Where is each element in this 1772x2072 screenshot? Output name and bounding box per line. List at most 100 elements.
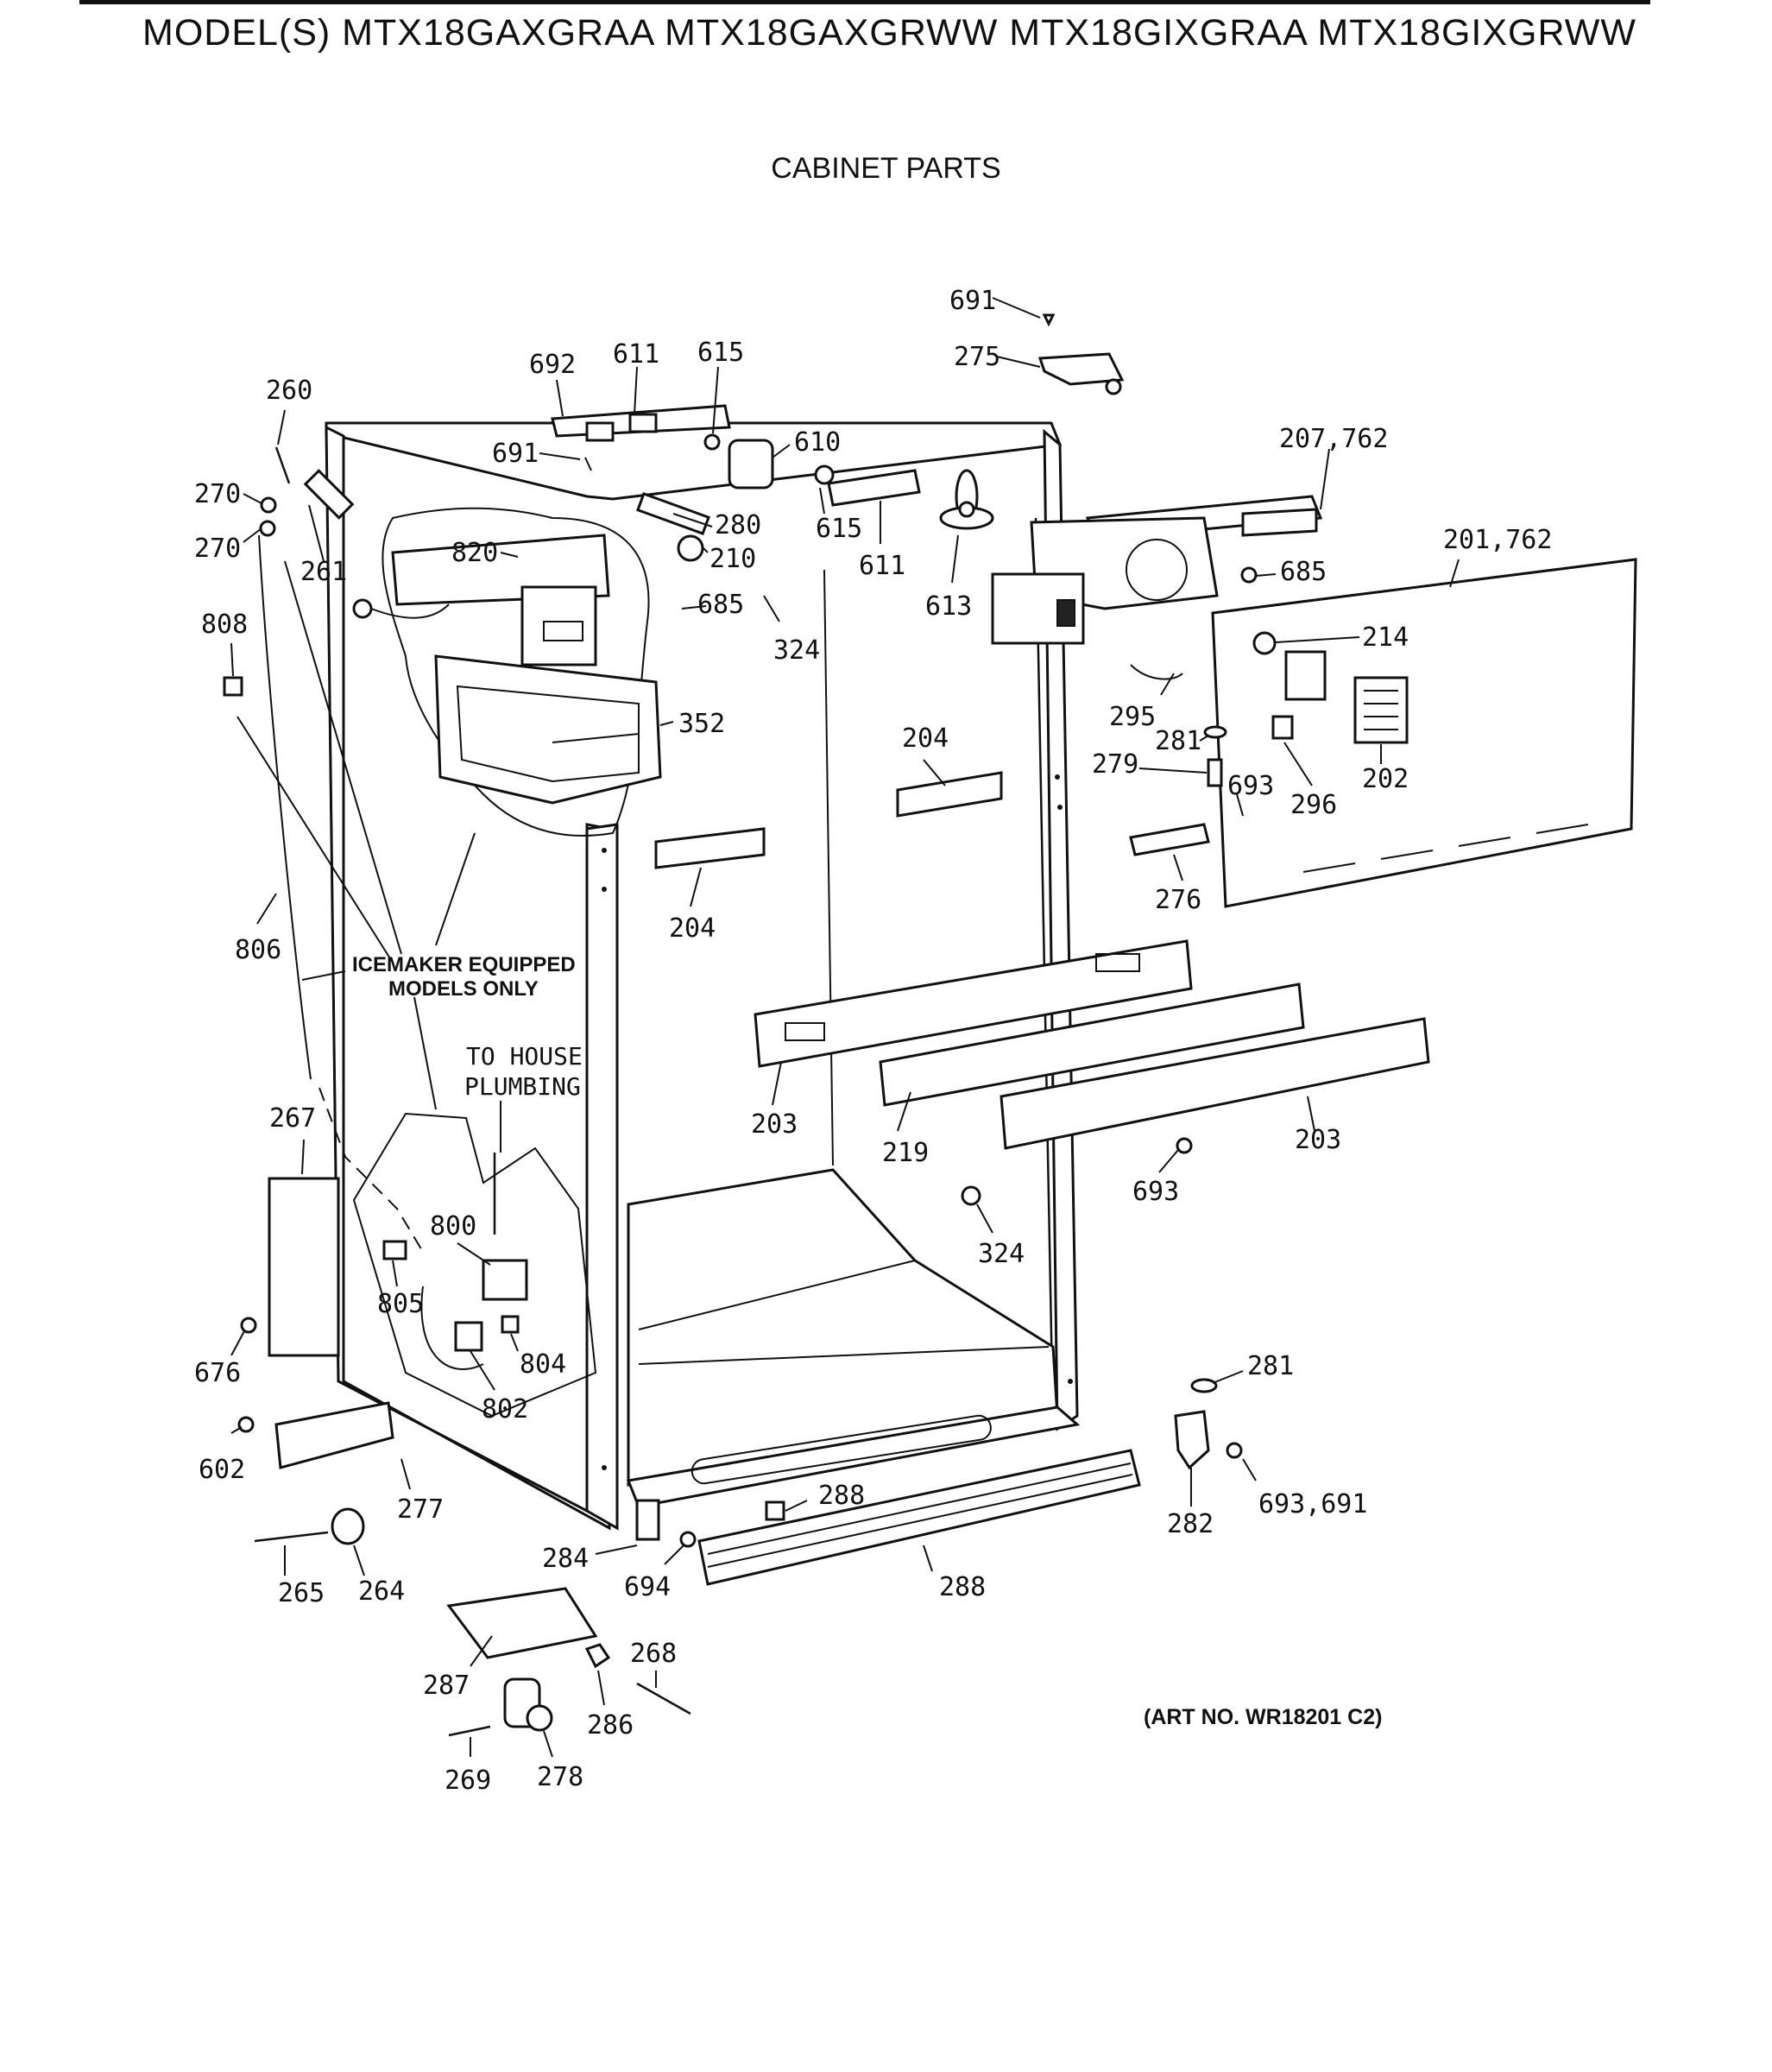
floor-crease-2	[638, 1346, 1050, 1365]
screw-693-mid	[1176, 1137, 1193, 1154]
callout-324-mid: 324	[978, 1239, 1025, 1269]
valve-800	[482, 1259, 528, 1301]
bracket-clip-2	[628, 413, 658, 433]
mullion-203-left	[754, 939, 1193, 1068]
callout-693-top: 693	[1227, 771, 1274, 801]
callout-694: 694	[624, 1572, 671, 1602]
bracket-204-left	[654, 827, 766, 869]
liner-back-edge	[823, 569, 834, 1166]
leader-lines	[230, 297, 1460, 1758]
callout-610: 610	[794, 427, 841, 458]
cabinet-top-face	[325, 421, 1063, 501]
icemaker-assembly	[352, 534, 610, 666]
back-panel	[1211, 558, 1637, 908]
callout-280: 280	[715, 510, 761, 540]
rail-slot	[691, 1414, 992, 1485]
clamp-805	[382, 1240, 407, 1260]
caster-wheel	[526, 1704, 553, 1732]
model-list-title: MODEL(S) MTX18GAXGRAA MTX18GAXGRWW MTX18…	[142, 12, 1636, 54]
ice-bucket-scoop	[552, 733, 640, 743]
hinge-282	[1174, 1410, 1210, 1470]
panel-label	[1284, 650, 1327, 701]
callout-286: 286	[587, 1710, 634, 1740]
callout-324-top: 324	[773, 635, 820, 666]
bracket-204-right	[896, 771, 1003, 818]
callout-296: 296	[1290, 790, 1337, 820]
callout-270-b: 270	[194, 534, 241, 564]
hinge-275	[1037, 352, 1125, 386]
callout-269: 269	[445, 1766, 491, 1796]
tube-fitting-260	[274, 446, 291, 484]
grille-rib-1	[707, 1462, 1132, 1555]
nut-286	[584, 1643, 611, 1669]
callout-806: 806	[235, 935, 281, 965]
screw-694	[679, 1531, 697, 1548]
plate-287	[446, 1587, 598, 1659]
section-title: CABINET PARTS	[771, 152, 1001, 185]
callout-203-right: 203	[1295, 1125, 1341, 1155]
callout-276: 276	[1155, 885, 1201, 915]
callout-264: 264	[358, 1576, 405, 1607]
callout-labels: 691 275 692 611 615 260 610 207,762 691 …	[194, 286, 1552, 1796]
callout-691: 691	[949, 286, 996, 316]
callout-260: 260	[266, 376, 312, 406]
callout-207-762: 207,762	[1279, 424, 1388, 454]
bulb-210	[677, 534, 704, 562]
callout-284: 284	[542, 1544, 589, 1574]
callout-203-left: 203	[751, 1109, 798, 1140]
callout-808: 808	[201, 610, 248, 640]
callout-279: 279	[1092, 749, 1138, 780]
bolt-268	[636, 1682, 691, 1715]
callout-278: 278	[537, 1762, 583, 1792]
top-parts	[259, 313, 1125, 562]
callout-692: 692	[529, 350, 576, 380]
fan-bracket-611-mid	[827, 469, 921, 507]
callout-261: 261	[300, 557, 347, 587]
cabinet-body	[325, 421, 1081, 1531]
callout-693-691: 693,691	[1258, 1489, 1367, 1519]
screw-685-right	[1240, 566, 1258, 584]
floor-crease	[638, 1260, 916, 1330]
callout-611-mid: 611	[859, 551, 905, 581]
pin-269	[448, 1725, 491, 1737]
grommet-808	[223, 676, 243, 697]
grommet-615-mid	[814, 464, 835, 485]
water-valve-inset-outline	[352, 1112, 597, 1418]
axle-265	[254, 1531, 329, 1543]
callout-214: 214	[1362, 622, 1409, 653]
callout-281-top: 281	[1155, 726, 1201, 756]
callout-613: 613	[925, 591, 972, 622]
rail-219	[879, 982, 1305, 1107]
plug-214	[1252, 631, 1277, 655]
hinge-276	[1129, 823, 1210, 856]
shim-284	[635, 1499, 660, 1541]
screw-602	[237, 1416, 255, 1433]
callout-352: 352	[678, 709, 725, 739]
plumbing-note-line1: TO HOUSE	[466, 1042, 583, 1071]
bottom-center-parts	[446, 1499, 697, 1737]
nut-804	[501, 1315, 520, 1334]
grille-body	[697, 1449, 1141, 1586]
callout-295: 295	[1109, 702, 1156, 732]
callout-685-right: 685	[1280, 557, 1327, 587]
callout-805: 805	[377, 1289, 424, 1319]
art-number: (ART NO. WR18201 C2)	[1144, 1705, 1383, 1729]
clamp-802	[454, 1321, 483, 1352]
header-rule	[79, 0, 1650, 4]
tube-261	[303, 469, 355, 520]
roller-264	[331, 1507, 365, 1545]
grille-202	[1353, 676, 1409, 744]
callout-204-left: 204	[669, 913, 716, 944]
grille-288	[697, 1449, 1141, 1586]
callout-275: 275	[954, 342, 1000, 372]
callout-282: 282	[1167, 1509, 1214, 1539]
callout-277: 277	[397, 1494, 444, 1525]
callout-268: 268	[630, 1639, 677, 1669]
icemaker-fitting	[352, 598, 373, 619]
ice-bucket	[434, 654, 662, 805]
callout-802: 802	[482, 1394, 528, 1424]
plug-324-mid	[961, 1185, 981, 1206]
mullion-rails	[654, 771, 1430, 1150]
back-panel-201	[1129, 558, 1637, 908]
